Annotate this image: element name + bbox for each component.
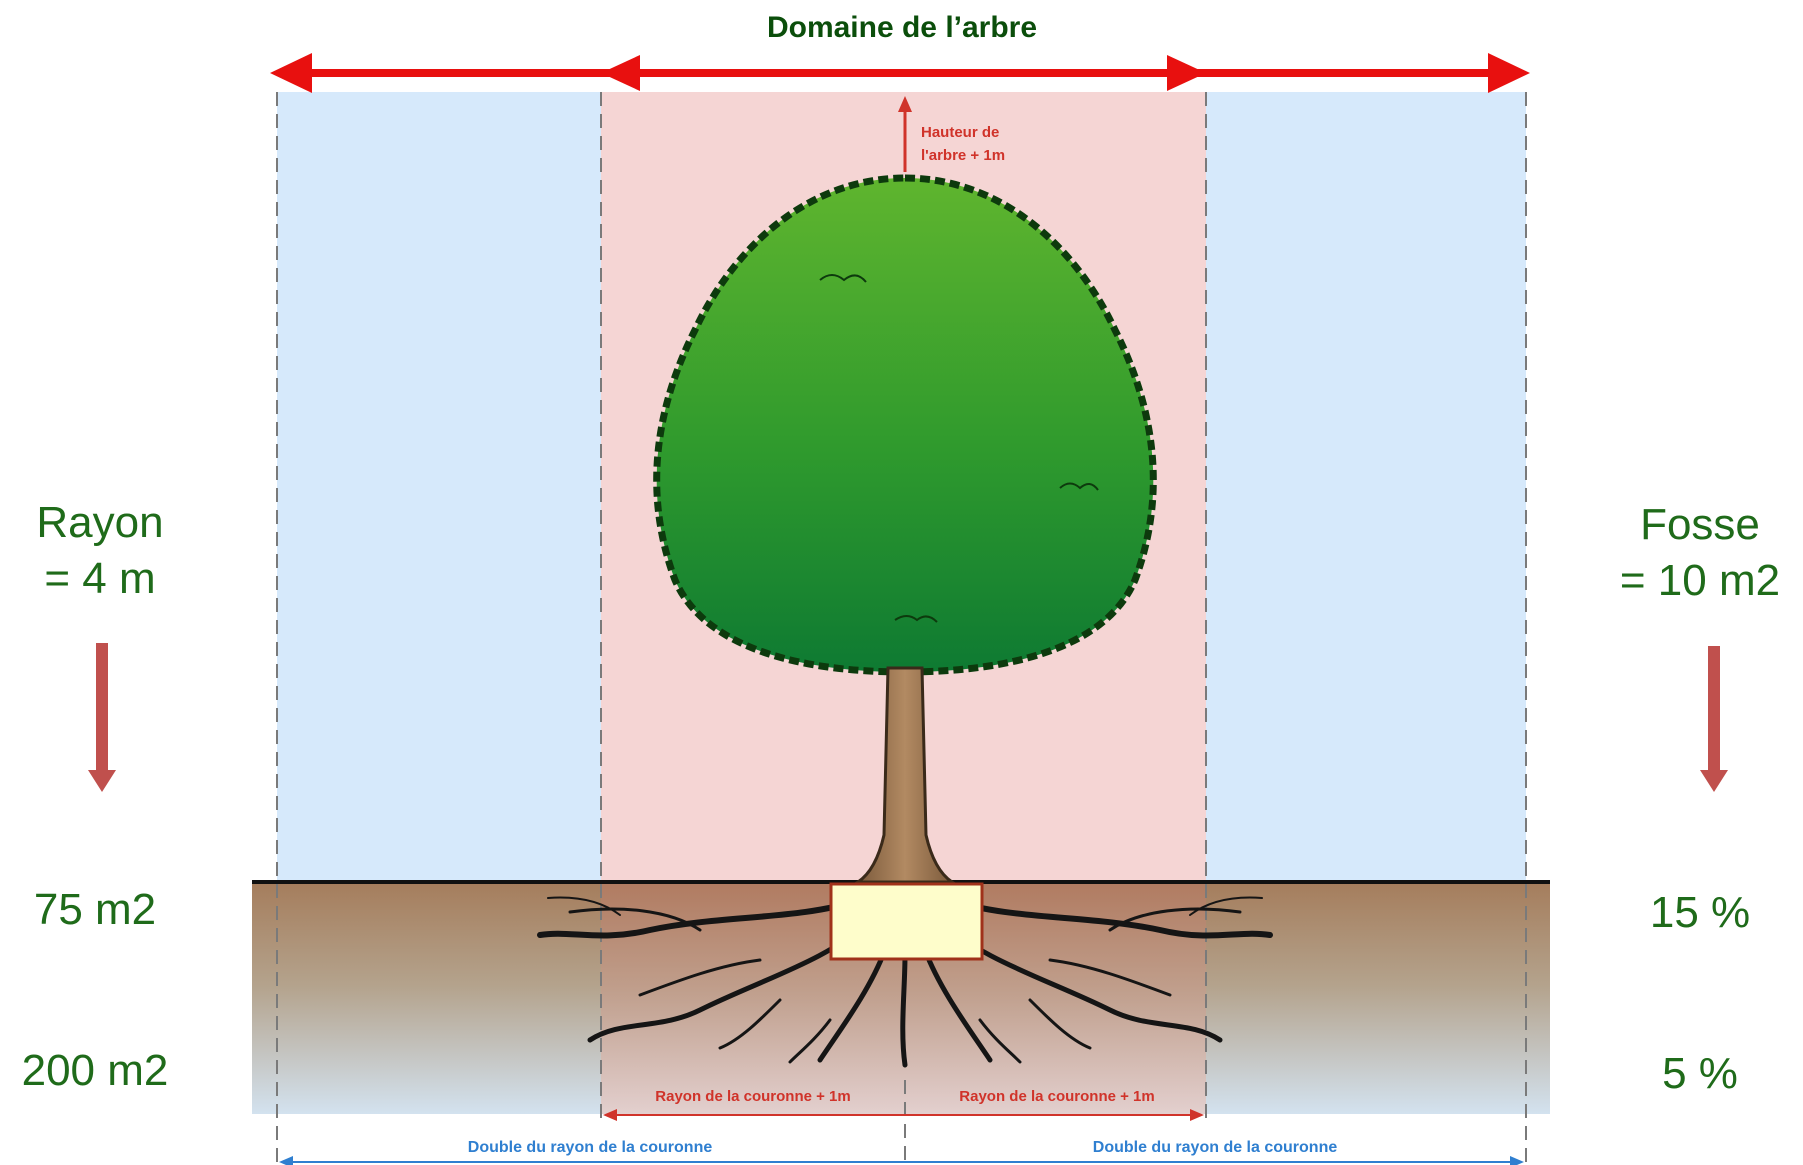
outer-zone-right — [1206, 92, 1526, 882]
arrow-head-mid-right — [1167, 55, 1206, 91]
arrow-head-mid-left — [601, 55, 640, 91]
height-label-line2: l'arbre + 1m — [921, 147, 1005, 164]
right-title-line1: Fosse — [1640, 500, 1760, 549]
right-value-bottom: 5 % — [1662, 1049, 1738, 1098]
radius-label-right: Rayon de la couronne + 1m — [959, 1088, 1154, 1105]
left-title-line1: Rayon — [36, 498, 164, 547]
zone-boundaries — [276, 92, 1527, 1165]
double-label-left: Double du rayon de la couronne — [468, 1139, 713, 1156]
height-label-line1: Hauteur de — [921, 124, 999, 141]
left-down-arrow — [88, 643, 116, 792]
arrow-head-right — [1488, 53, 1530, 93]
diagram-title: Domaine de l’arbre — [767, 11, 1037, 44]
arrow-head-left — [270, 53, 312, 93]
left-title-line2: = 4 m — [44, 554, 156, 603]
right-title: Fosse = 10 m2 — [1600, 497, 1800, 609]
right-down-arrow — [1700, 646, 1728, 792]
right-value-top: 15 % — [1649, 888, 1751, 937]
double-label-right: Double du rayon de la couronne — [1093, 1139, 1338, 1156]
tree-crown — [653, 174, 1157, 676]
tree-trunk — [853, 666, 957, 884]
double-radius-dimension — [279, 1156, 1524, 1165]
height-arrow — [898, 96, 912, 172]
left-value-top: 75 m2 — [33, 885, 157, 934]
tree-roots — [537, 896, 1273, 1068]
crown-radius-dimension — [603, 1109, 1204, 1121]
radius-label-left: Rayon de la couronne + 1m — [655, 1088, 850, 1105]
planting-pit — [829, 882, 984, 961]
domain-span-arrows — [270, 53, 1530, 93]
right-title-line2: = 10 m2 — [1619, 556, 1781, 605]
left-value-bottom: 200 m2 — [21, 1046, 169, 1095]
outer-zone-left — [277, 92, 601, 882]
left-title: Rayon = 4 m — [10, 495, 190, 607]
